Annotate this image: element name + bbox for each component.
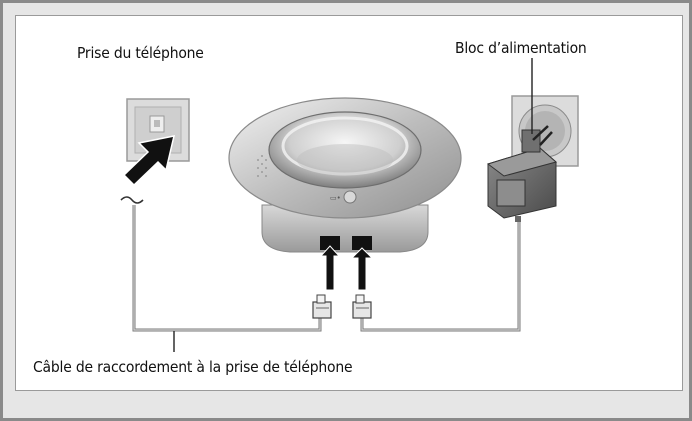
svg-text:▭•: ▭•	[330, 194, 341, 202]
power-supply-label: Bloc d’alimentation	[455, 39, 587, 57]
power-adapter-icon	[486, 125, 558, 222]
cable-label: Câble de raccordement à la prise de télé…	[33, 358, 353, 376]
port-arrow-left-icon	[319, 245, 341, 291]
port-arrow-right-icon	[350, 247, 374, 291]
cable-break-mark	[120, 196, 144, 204]
base-station-icon: ▭•	[228, 97, 462, 253]
phone-socket-label: Prise du téléphone	[77, 44, 204, 62]
rj-plug-left-icon	[312, 294, 332, 319]
insert-arrow-icon	[122, 135, 175, 187]
rj-plug-right-icon	[352, 294, 372, 319]
